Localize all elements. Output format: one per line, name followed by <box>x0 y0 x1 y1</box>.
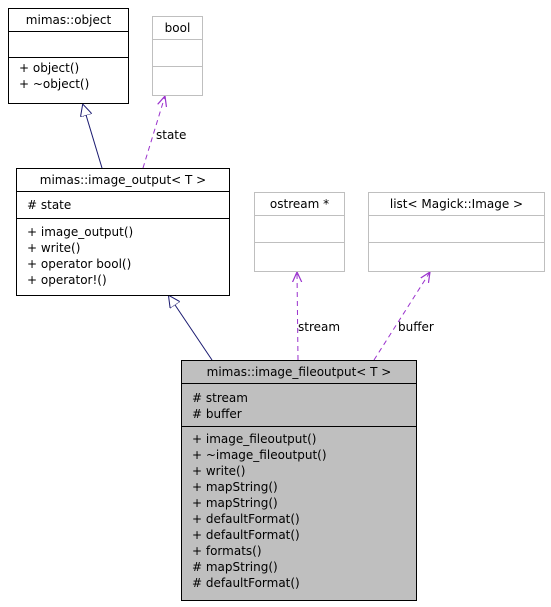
methods-section: + object() + ~object() <box>9 57 128 94</box>
method-item: # defaultFormat() <box>192 576 300 590</box>
attribute-item: # buffer <box>192 407 242 421</box>
method-item: + operator bool() <box>27 257 132 271</box>
class-title: ostream * <box>269 197 330 211</box>
class-box-list-magick-image[interactable]: list< Magick::Image > <box>368 192 545 272</box>
class-title: list< Magick::Image > <box>389 197 524 211</box>
method-item: + write() <box>192 464 246 478</box>
inheritance-edge-object <box>83 105 103 169</box>
class-title: mimas::image_output< T > <box>39 173 207 187</box>
method-item: + defaultFormat() <box>192 512 300 526</box>
method-item: # mapString() <box>192 560 278 574</box>
class-box-image-output[interactable]: mimas::image_output< T > # state + image… <box>16 168 230 296</box>
method-item: + defaultFormat() <box>192 528 300 542</box>
attributes-section <box>153 39 202 66</box>
class-title: bool <box>164 21 191 35</box>
inheritance-edge-image-output <box>169 296 213 361</box>
class-box-bool[interactable]: bool <box>152 16 203 96</box>
usage-edge-stream <box>297 272 298 361</box>
method-item: + ~object() <box>19 77 90 91</box>
edge-label-buffer: buffer <box>398 320 434 334</box>
method-item: + image_fileoutput() <box>192 432 317 446</box>
edge-label-state: state <box>156 128 187 142</box>
attribute-item: # state <box>27 198 72 212</box>
method-item: + operator!() <box>27 273 107 287</box>
method-item: + ~image_fileoutput() <box>192 448 327 462</box>
method-item: + object() <box>19 61 80 75</box>
attributes-section <box>9 31 128 57</box>
usage-edge-buffer <box>373 272 430 361</box>
usage-edge-state <box>142 96 165 169</box>
class-title: mimas::object <box>25 13 112 27</box>
attributes-section: # stream # buffer <box>182 383 416 426</box>
methods-section <box>255 242 344 269</box>
class-title: mimas::image_fileoutput< T > <box>206 365 392 379</box>
class-box-object[interactable]: mimas::object + object() + ~object() <box>8 8 129 104</box>
method-item: + mapString() <box>192 480 278 494</box>
method-item: + formats() <box>192 544 262 558</box>
methods-section: + image_fileoutput() + ~image_fileoutput… <box>182 426 416 593</box>
attributes-section: # state <box>17 191 229 218</box>
methods-section <box>369 242 544 269</box>
class-box-image-fileoutput[interactable]: mimas::image_fileoutput< T > # stream # … <box>181 360 417 601</box>
attributes-section <box>255 215 344 242</box>
attributes-section <box>369 215 544 242</box>
methods-section: + image_output() + write() + operator bo… <box>17 218 229 290</box>
methods-section <box>153 66 202 93</box>
attribute-item: # stream <box>192 391 248 405</box>
method-item: + mapString() <box>192 496 278 510</box>
edge-label-stream: stream <box>298 320 341 334</box>
method-item: + write() <box>27 241 81 255</box>
method-item: + image_output() <box>27 225 134 239</box>
class-box-ostream[interactable]: ostream * <box>254 192 345 272</box>
